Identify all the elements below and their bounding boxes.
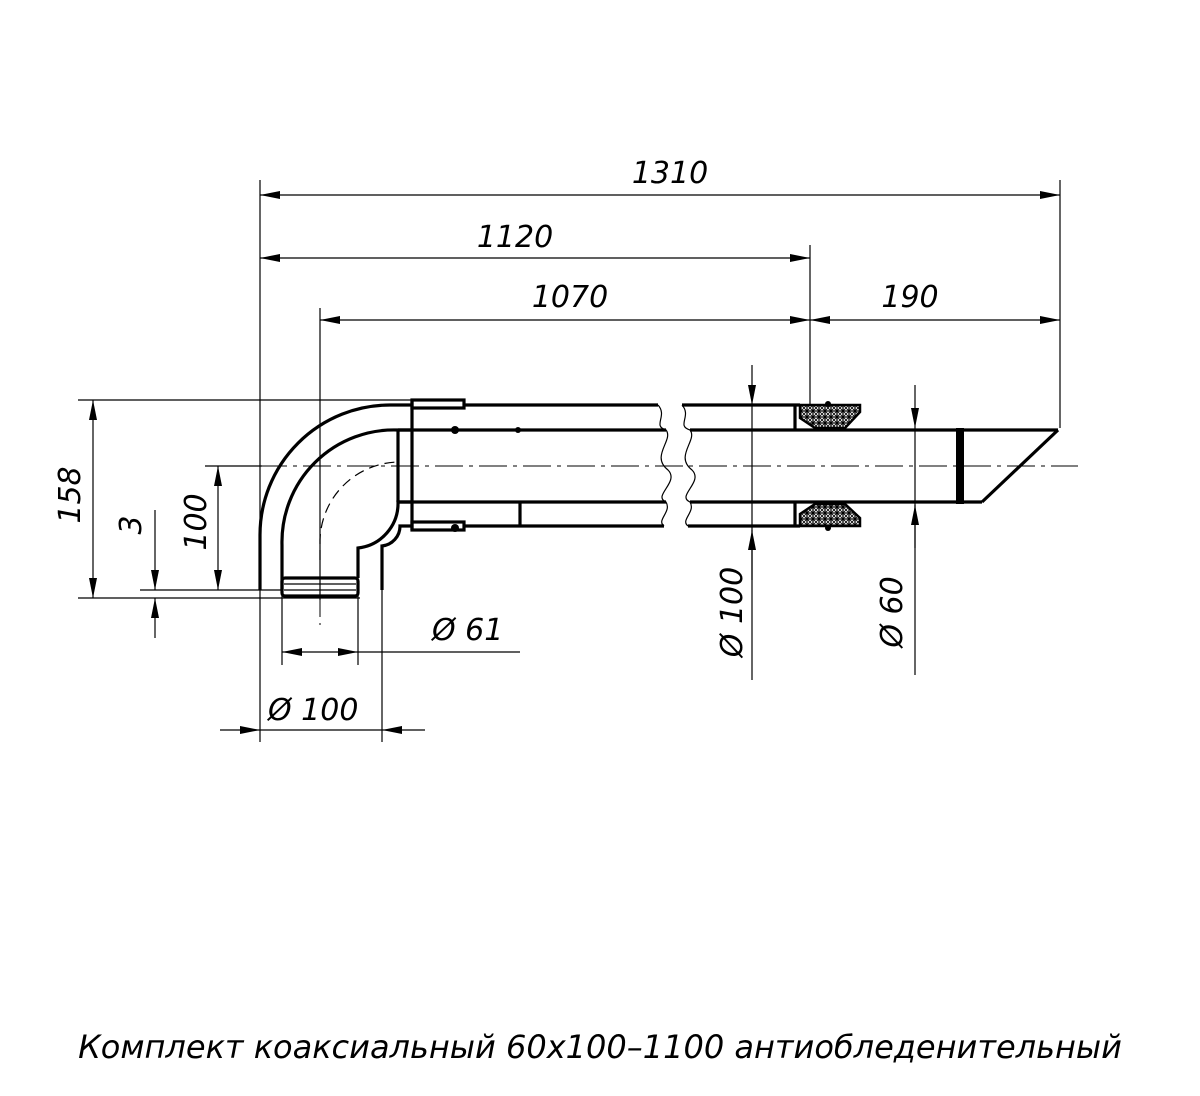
dimension-1070: 1070 — [320, 280, 810, 324]
dimension-dia-100-elbow: Ø 100 — [220, 693, 425, 734]
dimension-3: 3 — [114, 510, 159, 638]
dimension-100-height: 100 — [179, 466, 222, 590]
dimension-158: 158 — [53, 400, 97, 598]
dim-100-height-label: 100 — [179, 493, 214, 550]
dim-dia-60-pipe-label: Ø 60 — [875, 576, 910, 649]
wall-seal — [793, 401, 862, 531]
dimension-190: 190 — [810, 280, 1060, 324]
dimension-dia-100-pipe: Ø 100 — [715, 365, 756, 680]
elbow — [258, 400, 414, 598]
dim-dia-100-elbow-label: Ø 100 — [266, 693, 358, 728]
dim-3-label: 3 — [114, 515, 149, 534]
dimension-1310: 1310 — [260, 156, 1060, 199]
dim-190-label: 190 — [881, 280, 938, 315]
dimension-dia-60-pipe: Ø 60 — [875, 385, 919, 675]
drawing-caption: Комплект коаксиальный 60х100–1100 антиоб… — [78, 1028, 1122, 1066]
pipe-right-section — [681, 403, 960, 528]
center-lines — [215, 461, 1078, 625]
dim-158-label: 158 — [53, 466, 88, 523]
dim-1120-label: 1120 — [477, 220, 553, 255]
dim-1070-label: 1070 — [532, 280, 608, 315]
terminal-tip — [956, 428, 1060, 504]
dimension-dia-61: Ø 61 — [282, 613, 520, 656]
dim-1310-label: 1310 — [632, 156, 708, 191]
dimension-1120: 1120 — [260, 220, 810, 262]
extension-lines — [78, 180, 1061, 742]
pipe-left-section — [398, 403, 672, 528]
dim-dia-61-label: Ø 61 — [430, 613, 503, 648]
dim-dia-100-pipe-label: Ø 100 — [715, 567, 750, 659]
